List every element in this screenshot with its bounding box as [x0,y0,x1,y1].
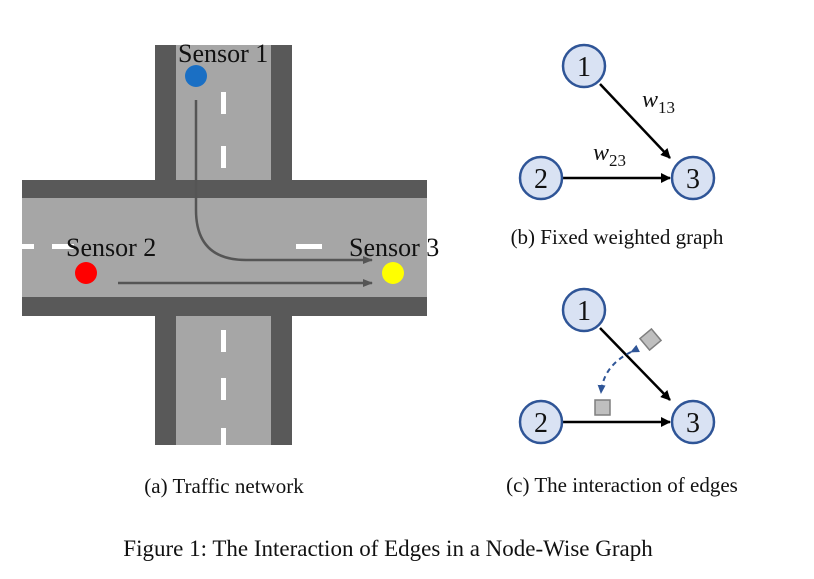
traffic-network-panel: Sensor 1 Sensor 2 Sensor 3 (a) Traffic n… [22,39,439,498]
graph-b-node-1: 1 [561,43,607,89]
edge-1-3-feature-square [638,327,663,352]
edge-1-to-3 [599,83,671,159]
graph-c-node-1: 1 [561,287,607,333]
fixed-graph-panel: 1 2 3 w13 w23 (b) Fixed weighted graph [511,43,724,249]
intersection [176,198,271,297]
node-label: 1 [577,296,591,327]
node-label: 2 [534,164,548,195]
turn-path-arrow [194,100,373,264]
sensor-3-label: Sensor 3 [349,233,439,262]
sensor-1-marker [185,65,207,87]
graph-b-node-3: 3 [670,155,716,201]
edge-interaction-arrow [597,344,640,394]
sensor-1-label: Sensor 1 [178,39,268,68]
figure-caption: Figure 1: The Interaction of Edges in a … [123,536,653,561]
graph-b-node-2: 2 [518,155,564,201]
node-label: 2 [534,408,548,439]
weight-w13-label: w13 [642,87,675,117]
caption-c: (c) The interaction of edges [506,473,738,497]
node-label: 3 [686,408,700,439]
weight-w23-label: w23 [593,140,626,170]
node-label: 3 [686,164,700,195]
sensor-2-marker [75,262,97,284]
edge-2-3-feature-square [594,399,611,416]
vertical-lane-dashes [221,92,226,445]
sensor-2-label: Sensor 2 [66,233,156,262]
node-label: 1 [577,52,591,83]
caption-a: (a) Traffic network [144,474,304,498]
graph-c-node-3: 3 [670,399,716,445]
sensor-3-marker [382,262,404,284]
caption-b: (b) Fixed weighted graph [511,225,724,249]
interaction-graph-panel: 1 2 3 (c) The interaction of edges [506,287,738,497]
graph-c-node-2: 2 [518,399,564,445]
horizontal-lane-dashes [22,244,322,249]
